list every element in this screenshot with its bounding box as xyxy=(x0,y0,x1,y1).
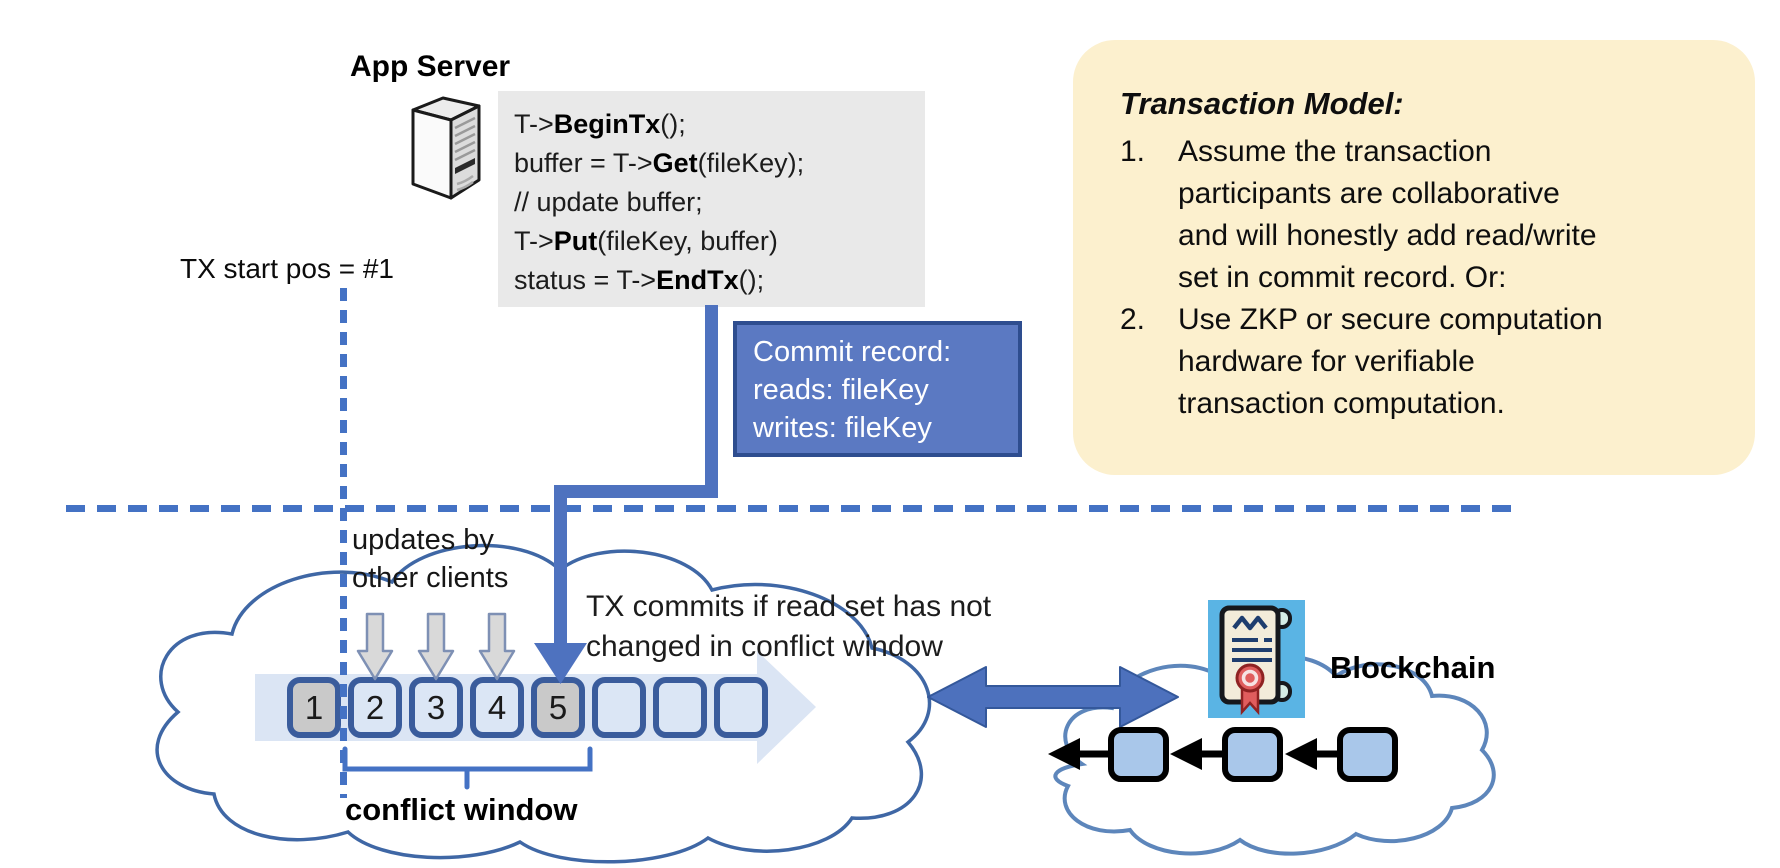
code-line: T->BeginTx(); xyxy=(514,109,686,139)
ledger-block-3: 3 xyxy=(409,677,463,738)
note-line: Assume the transaction xyxy=(1178,135,1492,168)
ledger-block-5: 5 xyxy=(531,677,585,738)
note-item-1: 1. Assume the transaction participants a… xyxy=(1120,131,1719,299)
chain-block xyxy=(1222,727,1283,782)
tx-commits-line: TX commits if read set has not xyxy=(586,590,992,623)
note-line: transaction computation. xyxy=(1178,387,1505,420)
sync-double-arrow xyxy=(927,666,1179,728)
note-title: Transaction Model: xyxy=(1120,86,1404,121)
tx-commits-line: changed in conflict window xyxy=(586,630,943,663)
ledger-block-empty xyxy=(592,677,646,738)
commit-record-writes: writes: fileKey xyxy=(753,412,932,444)
note-line: and will honestly add read/write xyxy=(1178,219,1597,252)
ledger-block-empty xyxy=(714,677,768,738)
note-line: hardware for verifiable xyxy=(1178,345,1475,378)
ledger-block-1: 1 xyxy=(287,677,341,738)
code-line: status = T->EndTx(); xyxy=(514,265,765,295)
commit-record-title: Commit record: xyxy=(753,336,952,368)
app-server-title: App Server xyxy=(350,50,511,83)
chain-block xyxy=(1337,727,1398,782)
updates-by-other-clients-label: updates by other clients xyxy=(352,521,508,597)
updates-line: updates by xyxy=(352,524,494,556)
updates-line: other clients xyxy=(352,562,509,594)
commit-record-reads: reads: fileKey xyxy=(753,374,929,406)
chain-link-arrows xyxy=(1048,738,1341,770)
commit-record-box: Commit record: reads: fileKey writes: fi… xyxy=(733,321,1022,457)
code-line: buffer = T->Get(fileKey); xyxy=(514,148,805,178)
ledger-block-4: 4 xyxy=(470,677,524,738)
ledger-block-2: 2 xyxy=(348,677,402,738)
transaction-model-note: Transaction Model: 1. Assume the transac… xyxy=(1073,40,1755,475)
note-line: participants are collaborative xyxy=(1178,177,1560,210)
chain-block xyxy=(1108,727,1169,782)
note-item-number: 1. xyxy=(1120,135,1146,168)
transaction-code-box: T->BeginTx(); buffer = T->Get(fileKey); … xyxy=(498,91,925,307)
note-line: Use ZKP or secure computation xyxy=(1178,303,1603,336)
note-item-2: 2. Use ZKP or secure computation hardwar… xyxy=(1120,299,1719,425)
certificate-icon xyxy=(1208,600,1305,718)
blockchain-cloud xyxy=(1053,654,1496,856)
ledger-block-empty xyxy=(653,677,707,738)
ledger-cloud xyxy=(155,543,932,864)
tx-commits-note: TX commits if read set has not changed i… xyxy=(586,587,991,667)
server-icon xyxy=(411,96,481,200)
code-line: // update buffer; xyxy=(514,187,703,217)
code-line: T->Put(fileKey, buffer) xyxy=(514,226,778,256)
note-line: set in commit record. Or: xyxy=(1178,261,1507,294)
conflict-window-label: conflict window xyxy=(345,792,578,827)
blockchain-label: Blockchain xyxy=(1330,650,1496,685)
tx-start-pos-label: TX start pos = #1 xyxy=(180,253,394,284)
note-item-number: 2. xyxy=(1120,303,1146,336)
